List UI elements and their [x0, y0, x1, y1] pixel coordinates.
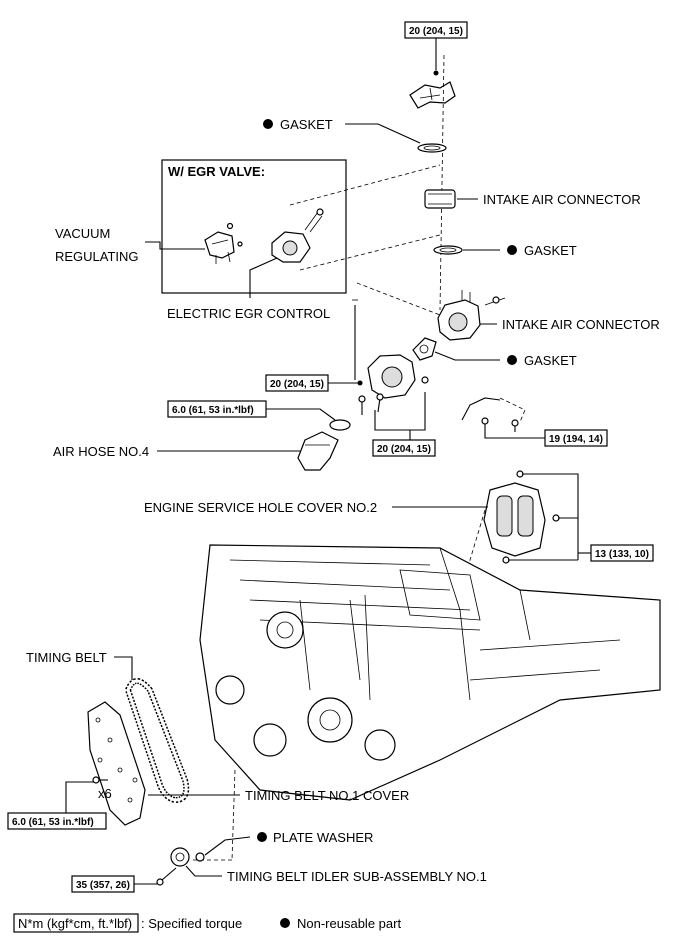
- torque-label-hose-clamp: 6.0 (61, 53 in.*lbf): [172, 405, 254, 416]
- legend-nonreusable-desc: Non-reusable part: [297, 916, 401, 931]
- throttle-body: [367, 354, 429, 399]
- label-tb-cover: TIMING BELT NO.1 COVER: [245, 788, 409, 803]
- intake-pipe: [461, 397, 526, 432]
- engine-service-hole-cover: [483, 470, 560, 564]
- torque-label-egr-nut: 20 (204, 15): [270, 379, 324, 390]
- torque-box-mid: 20 (204, 15): [372, 439, 436, 457]
- label-electric-egr: ELECTRIC EGR CONTROL: [167, 306, 330, 321]
- electric-egr-valve: [271, 208, 324, 263]
- label-air-hose: AIR HOSE NO.4: [53, 444, 149, 459]
- bolts-mid: [358, 393, 384, 415]
- nonreusable-dot-gasket-3: [507, 355, 517, 365]
- label-x6: x6: [98, 786, 112, 801]
- intake-bracket: [409, 81, 456, 109]
- egr-valve-box: W/ EGR VALVE:: [161, 159, 347, 294]
- egr-box-title: W/ EGR VALVE:: [168, 164, 265, 179]
- torque-box-idler: 35 (357, 26): [71, 875, 135, 893]
- label-plate-washer: PLATE WASHER: [273, 830, 373, 845]
- nonreusable-dot-gasket-2: [507, 245, 517, 255]
- nonreusable-dot-plate-washer: [257, 832, 267, 842]
- air-hose-no4: [297, 431, 339, 471]
- legend: N*m (kgf*cm, ft.*lbf) : Specified torque…: [13, 913, 401, 933]
- label-intake-air-connector-2: INTAKE AIR CONNECTOR: [502, 317, 660, 332]
- intake-air-connector-lower: [437, 290, 506, 341]
- vacuum-regulating-valve: [204, 222, 243, 264]
- torque-box-top: 20 (204, 15): [404, 21, 468, 39]
- nonreusable-dot-gasket-1: [263, 119, 273, 129]
- torque-box-pipe: 19 (194, 14): [544, 429, 608, 447]
- gasket-2: [433, 245, 463, 255]
- intake-air-connector-upper: [424, 189, 456, 209]
- torque-label-top: 20 (204, 15): [409, 26, 463, 37]
- label-intake-air-connector-1: INTAKE AIR CONNECTOR: [483, 192, 641, 207]
- label-gasket-1: GASKET: [280, 117, 333, 132]
- label-gasket-3: GASKET: [524, 353, 577, 368]
- legend-torque-desc: : Specified torque: [141, 916, 242, 931]
- label-gasket-2: GASKET: [524, 243, 577, 258]
- torque-label-idler: 35 (357, 26): [76, 880, 130, 891]
- idler-sub-assembly: [156, 847, 205, 886]
- gasket-1: [417, 143, 447, 153]
- timing-belt-no1-cover: [87, 701, 146, 826]
- bolt-tb-cover: [92, 776, 108, 784]
- torque-box-cover-no2: 13 (133, 10): [590, 544, 654, 562]
- hose-clamp: [329, 419, 351, 431]
- label-vacuum-line2: REGULATING: [55, 249, 139, 264]
- engine-assembly: [199, 544, 661, 801]
- torque-label-mid: 20 (204, 15): [377, 444, 431, 455]
- torque-label-pipe: 19 (194, 14): [549, 434, 603, 445]
- torque-box-egr-nut: 20 (204, 15): [265, 374, 329, 392]
- torque-label-tb-cover: 6.0 (61, 53 in.*lbf): [12, 817, 94, 828]
- gasket-3: [412, 337, 437, 361]
- nut-top: [433, 70, 439, 76]
- label-timing-belt: TIMING BELT: [26, 650, 107, 665]
- plate-washer: [195, 852, 205, 862]
- legend-nonreusable-dot: [280, 918, 290, 928]
- label-vacuum-line1: VACUUM: [55, 226, 110, 241]
- torque-label-cover-no2: 13 (133, 10): [595, 549, 649, 560]
- torque-box-hose-clamp: 6.0 (61, 53 in.*lbf): [167, 400, 267, 418]
- label-idler: TIMING BELT IDLER SUB-ASSEMBLY NO.1: [227, 869, 487, 884]
- legend-torque-unit: N*m (kgf*cm, ft.*lbf): [18, 916, 132, 931]
- torque-box-tb-cover: 6.0 (61, 53 in.*lbf): [7, 812, 107, 830]
- label-engine-service: ENGINE SERVICE HOLE COVER NO.2: [144, 500, 377, 515]
